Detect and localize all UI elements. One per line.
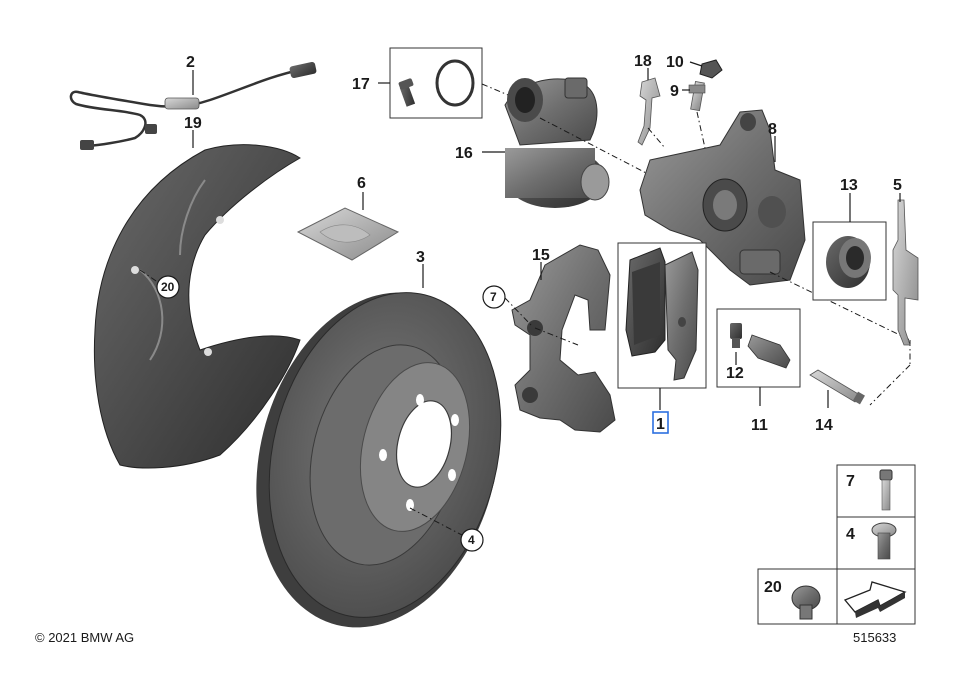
hardware-row-7 [836, 464, 916, 518]
callout-14: 14 [815, 417, 833, 434]
dash-18-8 [647, 127, 666, 149]
circle-7-marker [482, 285, 506, 309]
callout-19: 19 [184, 115, 202, 132]
leader-20-circle [139, 269, 163, 286]
brake-backing-plate[interactable] [93, 144, 301, 469]
copyright-text: © 2021 BMW AG [35, 630, 134, 645]
callout-6: 6 [357, 175, 366, 192]
circled-callout-7: 7 [490, 290, 497, 304]
line-bracket[interactable] [637, 77, 661, 146]
circle-4-marker [460, 528, 484, 552]
callout-8: 8 [768, 121, 777, 138]
bleed-screw[interactable] [688, 81, 706, 112]
anti-rattle-spring[interactable] [892, 199, 919, 346]
circled-callout-20: 20 [161, 280, 175, 294]
dash-8-5 [769, 271, 911, 341]
screw-and-seal-ring[interactable] [398, 59, 475, 107]
grease-packet[interactable] [296, 207, 400, 261]
circled-callout-4: 4 [468, 533, 475, 547]
brake-pad-set[interactable] [625, 247, 699, 381]
caliper-carrier[interactable] [511, 244, 616, 433]
dash-9-8 [696, 111, 706, 149]
piston-seal-boot[interactable] [826, 236, 871, 288]
diagram-id: 515633 [853, 630, 896, 645]
forward-arrow-icon [843, 581, 907, 618]
guide-pin[interactable] [809, 369, 865, 405]
leader-4-circle [409, 507, 463, 536]
callout-1[interactable]: 1 [656, 416, 665, 433]
callout-15: 15 [532, 247, 550, 264]
hardware-label-4: 4 [846, 526, 855, 543]
dash-15-bolt [534, 327, 579, 346]
brake-disc[interactable] [222, 267, 533, 654]
bolt-20[interactable] [791, 585, 821, 620]
circle-20-marker [156, 275, 180, 299]
bleed-valve-cap[interactable] [699, 59, 723, 79]
hardware-label-20: 20 [764, 579, 782, 596]
selected-callout-highlight [652, 411, 669, 434]
callout-11: 11 [751, 417, 768, 434]
callout-3: 3 [416, 249, 425, 266]
callout-13: 13 [840, 177, 858, 194]
callout-18: 18 [634, 53, 652, 70]
wear-sensor-cable[interactable] [69, 61, 317, 150]
parking-brake-motor[interactable] [504, 77, 610, 208]
callout-16: 16 [455, 145, 473, 162]
dash-5-14 [869, 364, 911, 406]
guide-bushing-set[interactable] [730, 323, 791, 369]
bolt-7[interactable] [879, 469, 893, 511]
leader-7-circle [504, 297, 533, 327]
leader-10 [689, 61, 703, 67]
brake-caliper[interactable] [639, 109, 806, 286]
callout-12: 12 [726, 365, 744, 382]
callout-17: 17 [352, 76, 370, 93]
callout-2: 2 [186, 54, 195, 71]
hardware-label-7: 7 [846, 473, 855, 490]
callout-5: 5 [893, 177, 902, 194]
bolt-4[interactable] [871, 522, 897, 560]
callout-9: 9 [670, 83, 679, 100]
callout-10: 10 [666, 54, 684, 71]
